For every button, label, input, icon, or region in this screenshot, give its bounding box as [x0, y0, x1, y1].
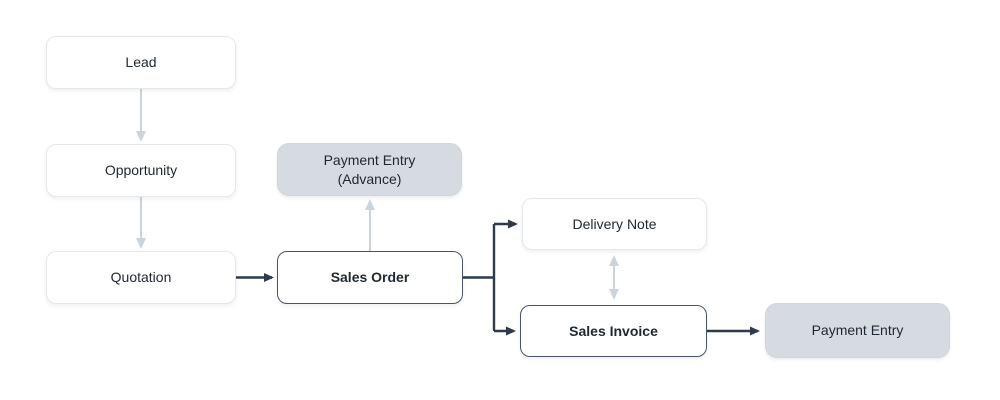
node-lead: Lead	[46, 36, 236, 89]
node-sales-order-label: Sales Order	[330, 269, 410, 286]
node-quotation-label: Quotation	[110, 269, 172, 286]
node-payment-entry-advance-label-line2: (Advance)	[337, 170, 402, 187]
node-delivery-note: Delivery Note	[522, 198, 707, 250]
node-quotation: Quotation	[46, 251, 236, 304]
node-payment-entry-advance: Payment Entry (Advance)	[277, 143, 462, 196]
node-sales-order: Sales Order	[277, 251, 463, 304]
node-opportunity-label: Opportunity	[104, 162, 178, 179]
node-sales-invoice: Sales Invoice	[520, 305, 707, 357]
node-delivery-note-label: Delivery Note	[572, 215, 657, 232]
node-lead-label: Lead	[125, 54, 157, 71]
connector-sales-order-branch-trunk	[463, 224, 496, 331]
node-payment-entry-advance-label-line1: Payment Entry	[323, 151, 416, 168]
node-sales-invoice-label: Sales Invoice	[569, 322, 658, 339]
node-payment-entry: Payment Entry	[765, 303, 950, 358]
node-payment-entry-label: Payment Entry	[811, 322, 904, 339]
node-opportunity: Opportunity	[46, 144, 236, 197]
